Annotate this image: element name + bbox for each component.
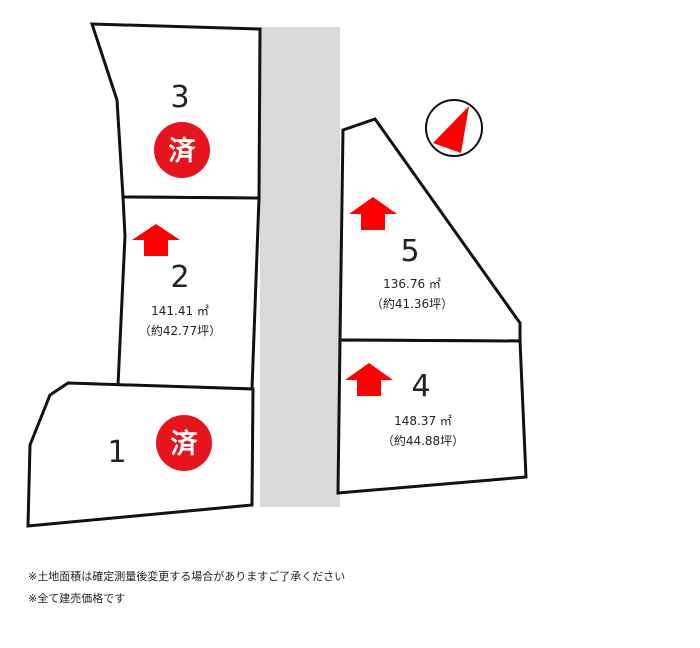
road xyxy=(260,27,340,507)
lot-4-area-tsubo: （約44.88坪） xyxy=(382,433,464,448)
lot-4-area: 148.37 ㎡ xyxy=(394,414,452,428)
north-arrow-icon xyxy=(425,99,483,157)
compass-needle xyxy=(433,106,469,153)
lot-1-sold-badge: 済 xyxy=(156,415,212,471)
lot-4-entrance-arrow-icon xyxy=(345,363,393,396)
lot-5-area-tsubo: （約41.36坪） xyxy=(371,296,453,311)
lot-2-number: 2 xyxy=(170,260,189,295)
lot-5-parcel[interactable] xyxy=(338,117,522,343)
lot-2-area-tsubo: （約42.77坪） xyxy=(139,323,221,338)
lot-2-entrance-arrow-icon xyxy=(132,224,180,256)
lot-5-entrance-arrow-icon xyxy=(349,197,397,230)
lot-1-number: 1 xyxy=(107,435,126,470)
lot-4-number: 4 xyxy=(411,369,430,404)
note-area-disclaimer: ※土地面積は確定測量後変更する場合がありますご了承ください xyxy=(28,570,346,583)
lot-2-area: 141.41 ㎡ xyxy=(151,304,209,318)
lot-3-sold-label: 済 xyxy=(169,135,197,167)
lot-5-area: 136.76 ㎡ xyxy=(383,277,441,291)
sold-badge-circle xyxy=(156,415,212,471)
lot-3-number: 3 xyxy=(170,80,189,115)
lot-1-sold-label: 済 xyxy=(171,428,199,460)
sold-badge-circle xyxy=(154,122,210,178)
note-price-type: ※全て建売価格です xyxy=(28,592,126,605)
lot-3-sold-badge: 済 xyxy=(154,122,210,178)
lot-1-parcel[interactable] xyxy=(26,381,255,528)
lot-5-number: 5 xyxy=(400,234,419,269)
